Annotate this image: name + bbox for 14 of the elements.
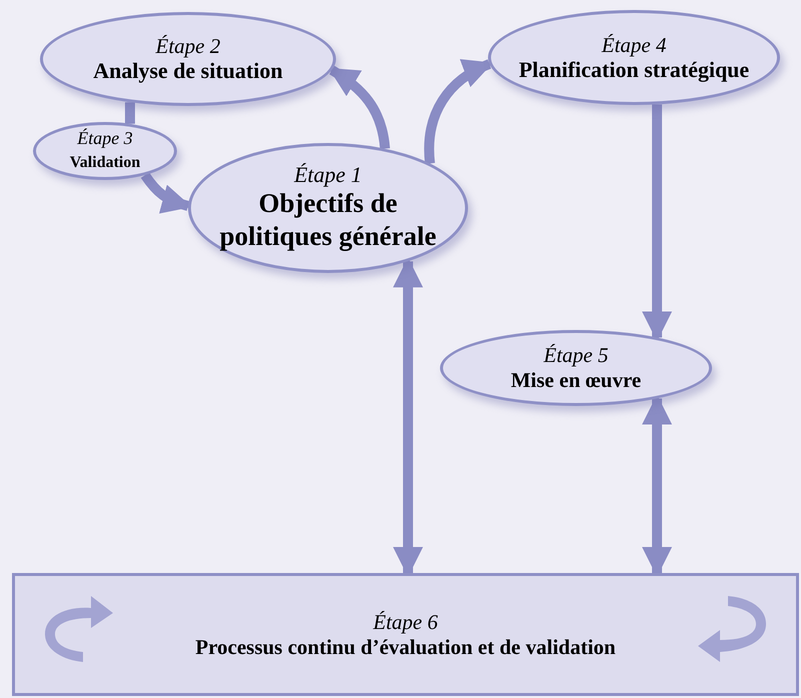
step-number: Étape 3	[77, 127, 133, 150]
step-title: Planification stratégique	[518, 56, 750, 82]
step-number: Étape 6	[373, 610, 438, 634]
arrow	[328, 66, 390, 150]
step-title: Analyse de situation	[93, 58, 283, 84]
step-title: Validation	[70, 153, 140, 173]
step-number: Étape 4	[602, 32, 666, 56]
step-number: Étape 2	[156, 34, 220, 58]
step-title: Objectifs de politiques générale	[218, 187, 438, 253]
step-number: Étape 5	[544, 343, 608, 367]
step-title: Processus continu d’évaluation et de validation	[195, 634, 616, 660]
step-title: Mise en œuvre	[510, 367, 642, 393]
process-panel	[12, 573, 799, 696]
step-number: Étape 1	[294, 163, 362, 187]
